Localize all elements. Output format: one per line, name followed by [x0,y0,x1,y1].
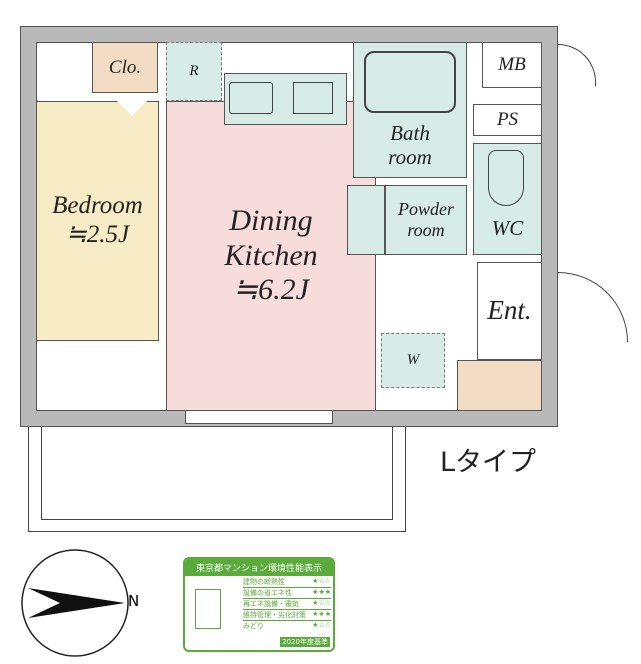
dining-size: ≒6.2J [233,273,309,307]
plan-type-label: Lタイプ [440,447,537,478]
bathtub-icon [364,51,456,113]
refrigerator-label: R [189,62,199,79]
ent-label: Ent. [487,295,532,326]
door-triangle-icon [117,101,147,116]
room-pipe-space: PS [473,104,542,136]
building-icon [195,589,221,629]
vanity [347,185,385,255]
compass: N [20,548,139,658]
bath-label: Bath [390,120,430,145]
eco-row-label: みどり [243,622,264,630]
toilet-icon [488,150,524,206]
eco-row-label: 再エネ設備・電気 [243,600,299,608]
compass-icon [21,549,129,657]
mb-door[interactable] [558,44,596,86]
eco-year: 2020年度基準 [280,637,330,647]
shoe-storage [457,360,542,411]
eco-row-label: 設備の省エネ性 [243,589,292,597]
ps-label: PS [496,109,519,131]
powder-label: Powder [398,199,454,220]
balcony [28,427,406,532]
washer-label: W [406,351,420,368]
eco-row: 再エネ設備・電気★☆☆ [243,599,331,610]
closet-label: Clo. [108,56,142,78]
powder-label-2: room [407,220,445,240]
room-meter-box: MB [482,42,542,88]
room-powder: Powder room [385,185,467,255]
eco-row: 設備の省エネ性★★★ [243,588,331,599]
window [185,410,333,424]
wc-label: WC [491,215,524,240]
floor-plan: Clo. Bedroom ≒2.5J Dining Kitchen ≒6.2J … [20,26,628,532]
room-entrance: Ent. [477,262,542,360]
bedroom-label: Bedroom [52,192,143,220]
eco-row: 建物の断熱性★☆☆ [243,577,331,588]
eco-label: 東京都マンション環境性能表示 建物の断熱性★☆☆ 設備の省エネ性★★★ 再エネ設… [183,557,335,652]
eco-rows: 建物の断熱性★☆☆ 設備の省エネ性★★★ 再エネ設備・電気★☆☆ 維持管理・劣化… [243,577,331,631]
bath-label-2: room [388,144,432,169]
kitchen-counter [224,73,347,125]
eco-row: みどり★☆☆ [243,621,331,630]
room-bedroom: Bedroom ≒2.5J [36,101,159,341]
eco-row-label: 維持管理・劣化対策 [243,611,306,619]
washer-space: W [381,333,445,388]
north-label: N [128,592,140,610]
room-wc: WC [473,143,542,255]
kitchen-label: Kitchen [224,238,318,272]
room-closet: Clo. [92,42,158,93]
dining-label: Dining [229,204,313,238]
eco-row: 維持管理・劣化対策★★★ [243,610,331,621]
bedroom-size: ≒2.5J [65,221,130,248]
refrigerator-space: R [166,42,222,101]
eco-title: 東京都マンション環境性能表示 [185,559,333,576]
room-dining-kitchen: Dining Kitchen ≒6.2J [166,101,376,411]
eco-row-label: 建物の断熱性 [243,578,285,586]
stove-icon [293,82,333,114]
sink-icon [229,82,273,114]
entrance-door[interactable] [558,272,628,342]
mb-label: MB [498,54,526,76]
room-bathroom: Bath room [353,42,467,178]
